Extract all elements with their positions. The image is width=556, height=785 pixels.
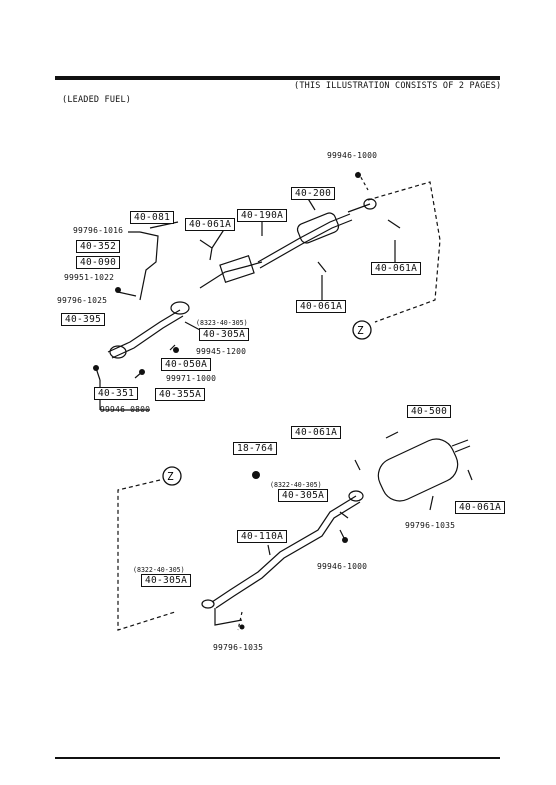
part-label: 40-351 bbox=[94, 387, 139, 400]
part-label: 40-305A bbox=[141, 574, 192, 587]
presilencer-body bbox=[296, 212, 340, 244]
part-label: 40-500 bbox=[407, 405, 452, 418]
part-number: 99945-1200 bbox=[196, 347, 247, 356]
part-label: 40-305A bbox=[278, 489, 329, 502]
part-number: 99796-1025 bbox=[57, 296, 108, 305]
part-number: 99946-1000 bbox=[327, 151, 378, 160]
reference-note: (8322-40-305) bbox=[270, 481, 322, 489]
front-pipe-line bbox=[107, 309, 181, 353]
z-marker-upper: Z bbox=[357, 324, 364, 337]
part-label: 40-061A bbox=[296, 300, 347, 313]
part-label: 40-061A bbox=[185, 218, 236, 231]
part-label: 40-355A bbox=[155, 388, 206, 401]
bottom-rule bbox=[55, 757, 500, 759]
part-number: 99946-1000 bbox=[317, 562, 368, 571]
part-label: 40-200 bbox=[291, 187, 336, 200]
part-number: 99796-1035 bbox=[213, 643, 264, 652]
part-label: 40-050A bbox=[161, 358, 212, 371]
main-muffler-body bbox=[377, 438, 459, 502]
converter-body bbox=[219, 255, 255, 283]
pages-note: (THIS ILLUSTRATION CONSISTS OF 2 PAGES) bbox=[294, 81, 502, 91]
z-marker-lower: Z bbox=[167, 470, 174, 483]
tail-pipe-line bbox=[211, 495, 357, 603]
part-label: 40-090 bbox=[76, 256, 121, 269]
fuel-note: (LEADED FUEL) bbox=[62, 95, 132, 105]
part-number: 99796-1035 bbox=[405, 521, 456, 530]
part-label: 18-764 bbox=[233, 442, 278, 455]
part-number: 99796-1016 bbox=[73, 226, 124, 235]
part-label: 40-352 bbox=[76, 240, 121, 253]
part-label: 40-081 bbox=[130, 211, 175, 224]
top-rule bbox=[55, 76, 500, 80]
part-label: 40-061A bbox=[371, 262, 422, 275]
part-label: 40-061A bbox=[291, 426, 342, 439]
part-label: 40-061A bbox=[455, 501, 506, 514]
part-number: 99951-1022 bbox=[64, 273, 115, 282]
front-flange bbox=[170, 301, 190, 315]
reference-note: (8323-40-305) bbox=[196, 319, 248, 327]
part-number: 99971-1000 bbox=[166, 374, 217, 383]
part-label: 40-190A bbox=[237, 209, 288, 222]
z-marker-lower-circle bbox=[162, 466, 182, 486]
z-marker-upper-circle bbox=[352, 320, 372, 340]
part-label: 40-110A bbox=[237, 530, 288, 543]
reference-note: (8322-40-305) bbox=[133, 566, 185, 574]
center-pipe-line bbox=[257, 213, 351, 263]
part-number: 99946-0800 bbox=[100, 405, 151, 414]
part-label: 40-305A bbox=[199, 328, 250, 341]
part-label: 40-395 bbox=[61, 313, 106, 326]
